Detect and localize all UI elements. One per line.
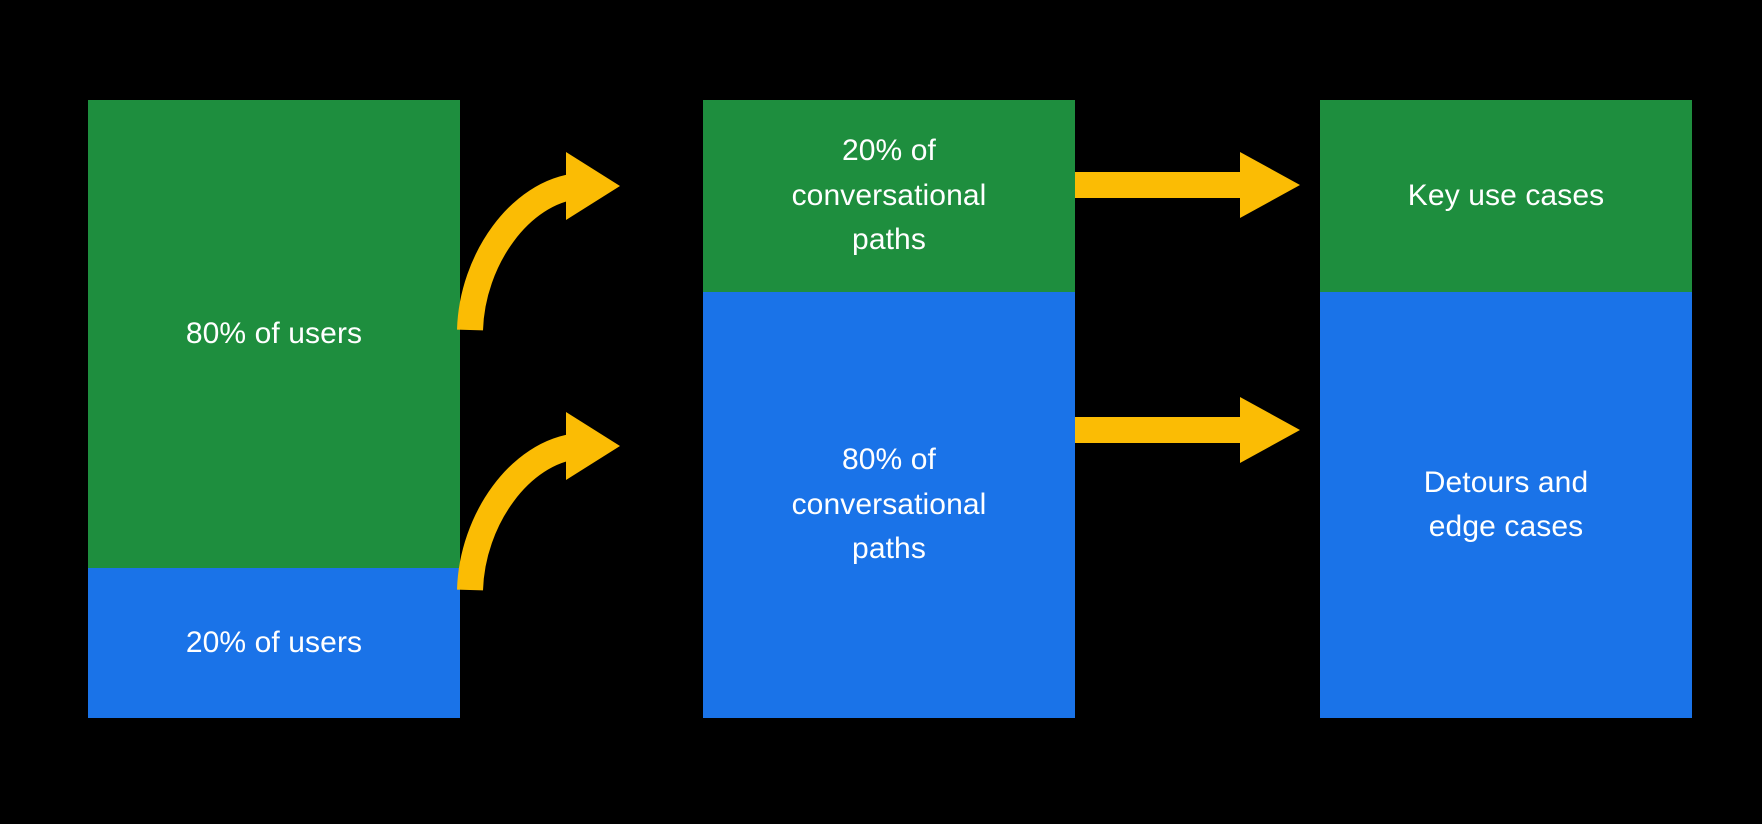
block-users-majority: 80% of users <box>88 100 460 568</box>
block-paths-majority-label: 20% of conversational paths <box>791 134 987 257</box>
block-paths-majority: 20% of conversational paths <box>703 100 1075 292</box>
block-detours-edge-cases: Detours and edge cases <box>1320 292 1692 718</box>
arrow-right-icon-2 <box>1075 397 1300 463</box>
block-users-majority-label: 80% of users <box>185 316 363 350</box>
column-conversational-paths: 20% of conversational paths 80% of conve… <box>703 100 1075 718</box>
block-users-minority-label: 20% of users <box>185 625 363 659</box>
block-users-minority: 20% of users <box>88 568 460 718</box>
block-detours-edge-cases-label: Detours and edge cases <box>1423 465 1589 543</box>
block-key-use-cases: Key use cases <box>1320 100 1692 292</box>
block-paths-minority-label: 80% of conversational paths <box>791 443 987 566</box>
arrow-curved-up-icon <box>457 152 620 331</box>
block-paths-minority: 80% of conversational paths <box>703 292 1075 718</box>
arrow-right-icon <box>1075 152 1300 218</box>
column-outcomes: Key use cases Detours and edge cases <box>1320 100 1692 718</box>
column-users: 80% of users 20% of users <box>88 100 460 718</box>
arrow-curved-up-icon-2 <box>457 412 620 591</box>
block-key-use-cases-label: Key use cases <box>1407 178 1605 212</box>
